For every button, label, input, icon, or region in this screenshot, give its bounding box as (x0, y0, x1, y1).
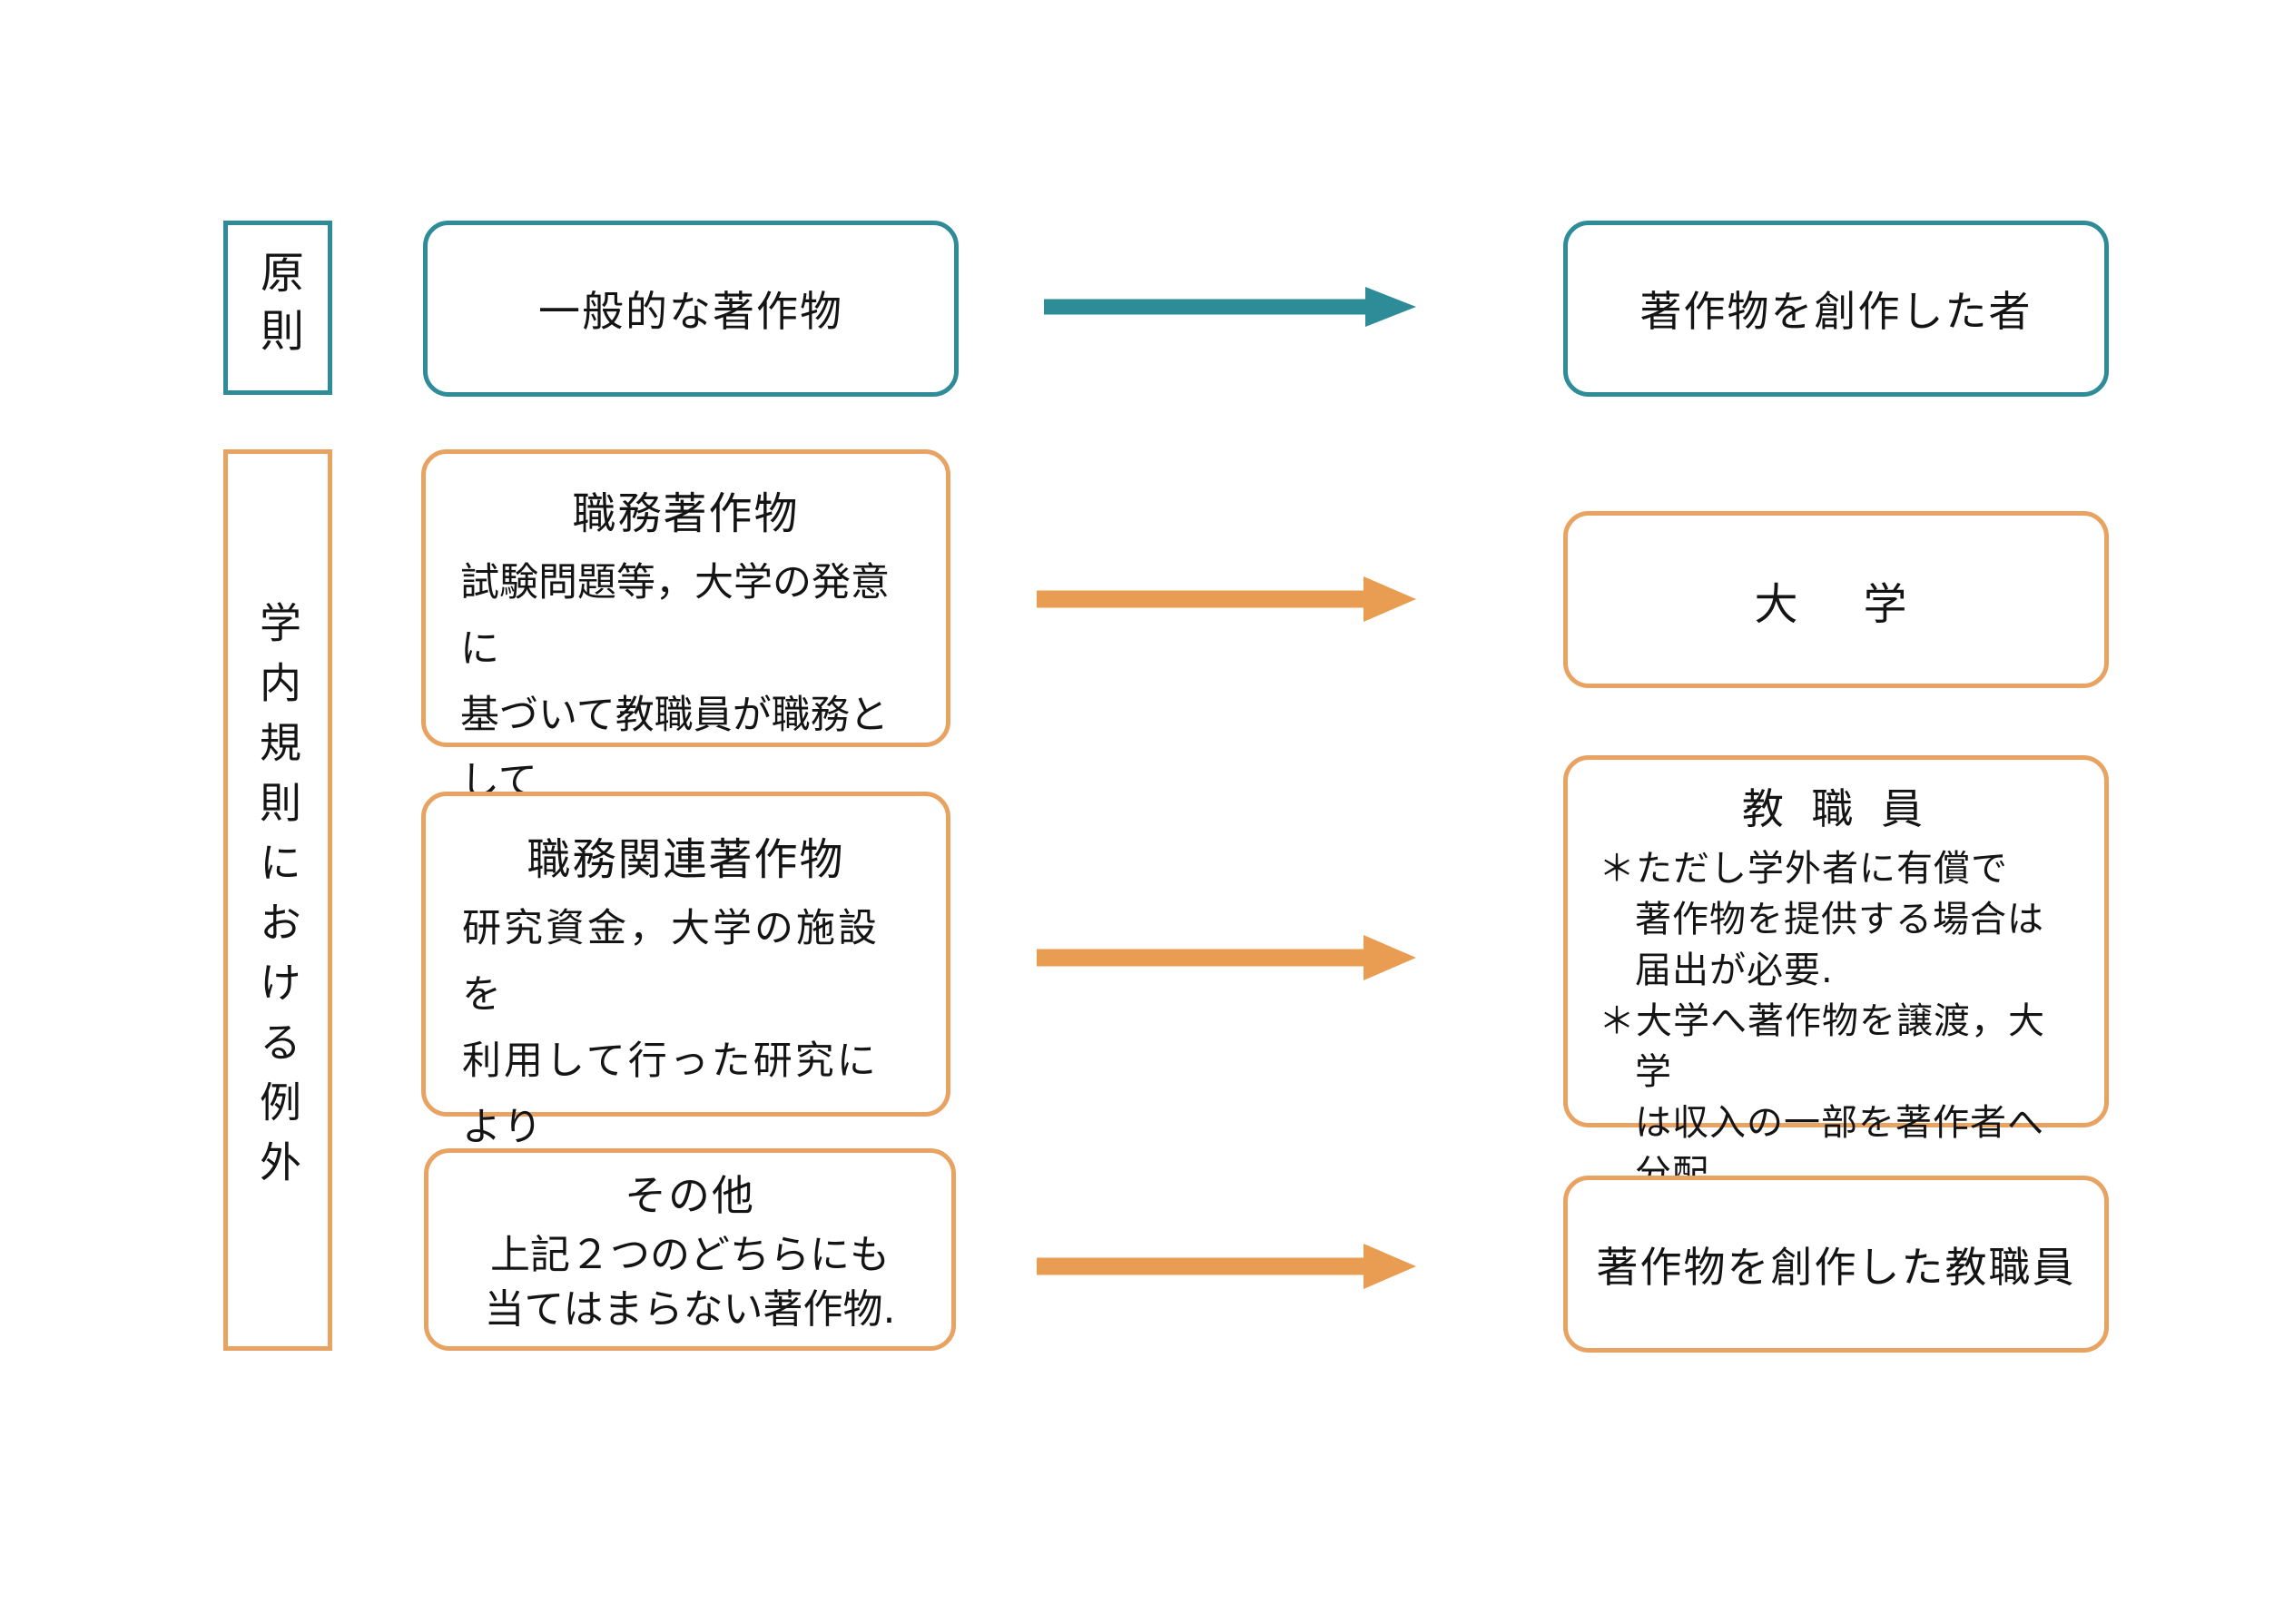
arrow-head-icon (1364, 576, 1416, 622)
duty-related-work-box: 職務関連著作物 研究資金，大学の施設を 利用して行った研究により 教職員が作成す… (421, 792, 950, 1283)
duty-related-work-arrow (1037, 935, 1416, 980)
faculty-staff-title: 教 職 員 (1741, 784, 1931, 833)
faculty-staff-box: 教 職 員 ＊ただし学外者に有償で 著作物を提供する場合は 届出が必要. ＊大学… (1563, 755, 2109, 1195)
other-works-title: その他 (625, 1170, 755, 1220)
work-for-hire-title: 職務著作物 (572, 488, 800, 539)
other-works-arrow (1037, 1244, 1416, 1289)
exception-label-box: 学内規則における例外 (223, 449, 332, 1351)
principle-label: 原則 (252, 250, 303, 366)
university-box: 大 学 (1563, 511, 2109, 688)
principle-source-box: 一般的な著作物 (423, 221, 959, 397)
arrow-shaft (1044, 299, 1369, 315)
arrow-shaft (1037, 590, 1367, 608)
principle-source-text: 一般的な著作物 (538, 287, 843, 336)
creating-staff-box: 著作物を創作した教職員 (1563, 1176, 2109, 1353)
work-for-hire-box: 職務著作物 試験問題等，大学の発意に 基づいて教職員が職務として 作成する著作物… (421, 449, 950, 871)
arrow-head-icon (1364, 935, 1416, 980)
principle-target-box: 著作物を創作した者 (1563, 221, 2109, 397)
principle-target-text: 著作物を創作した者 (1639, 287, 2033, 336)
other-works-description: 上記２つのどちらにも 当てはまらない著作物. (484, 1231, 896, 1333)
principle-label-box: 原則 (223, 221, 332, 395)
other-works-box: その他 上記２つのどちらにも 当てはまらない著作物. (424, 1148, 956, 1351)
faculty-staff-notes: ＊ただし学外者に有償で 著作物を提供する場合は 届出が必要. ＊大学へ著作物を譲… (1599, 843, 2081, 1199)
exception-label: 学内規則における例外 (253, 600, 302, 1200)
arrow-shaft (1037, 1257, 1367, 1275)
faculty-staff-note-2: ＊大学へ著作物を譲渡，大学 は収入の一部を著作者へ 分配. (1599, 1000, 2045, 1195)
principle-arrow (1044, 287, 1416, 327)
university-text: 大 学 (1754, 578, 1918, 630)
arrow-head-icon (1364, 1244, 1416, 1289)
arrow-head-icon (1365, 287, 1416, 327)
creating-staff-text: 著作物を創作した教職員 (1596, 1242, 2076, 1292)
duty-related-work-title: 職務関連著作物 (527, 834, 845, 885)
work-for-hire-arrow (1037, 576, 1416, 622)
faculty-staff-note-1: ＊ただし学外者に有償で 著作物を提供する場合は 届出が必要. (1599, 848, 2044, 991)
arrow-shaft (1037, 949, 1367, 967)
